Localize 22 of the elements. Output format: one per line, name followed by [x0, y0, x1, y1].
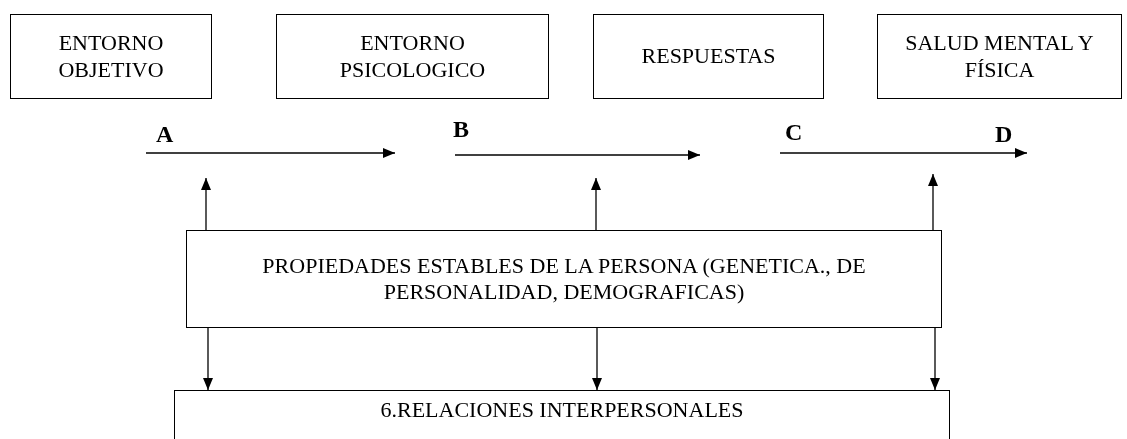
stage-letter: B — [453, 117, 469, 141]
text-box — [877, 14, 1122, 99]
stage-letter: A — [156, 122, 174, 146]
arrow — [203, 327, 213, 391]
text-box — [276, 14, 549, 99]
arrow — [591, 177, 601, 231]
text-box — [593, 14, 824, 99]
arrow — [930, 327, 940, 391]
arrow — [592, 327, 602, 391]
text-box — [174, 390, 950, 439]
arrow — [928, 173, 938, 231]
stage-letter: D — [995, 122, 1013, 146]
stage-letter: C — [785, 120, 803, 144]
text-box — [10, 14, 212, 99]
box-label: ENTORNO PSICOLOGICO — [338, 30, 487, 83]
arrow — [201, 177, 211, 231]
box-label: 6.RELACIONES INTERPERSONALES — [380, 397, 744, 424]
box-label: ENTORNO OBJETIVO — [57, 30, 165, 83]
box-label: PROPIEDADES ESTABLES DE LA PERSONA (GENETICA., DE PERSONALIDAD, DEMOGRAFICAS) — [261, 252, 867, 306]
text-box — [186, 230, 942, 328]
box-label: RESPUESTAS — [641, 43, 776, 70]
box-label: SALUD MENTAL Y FÍSICA — [904, 30, 1095, 83]
